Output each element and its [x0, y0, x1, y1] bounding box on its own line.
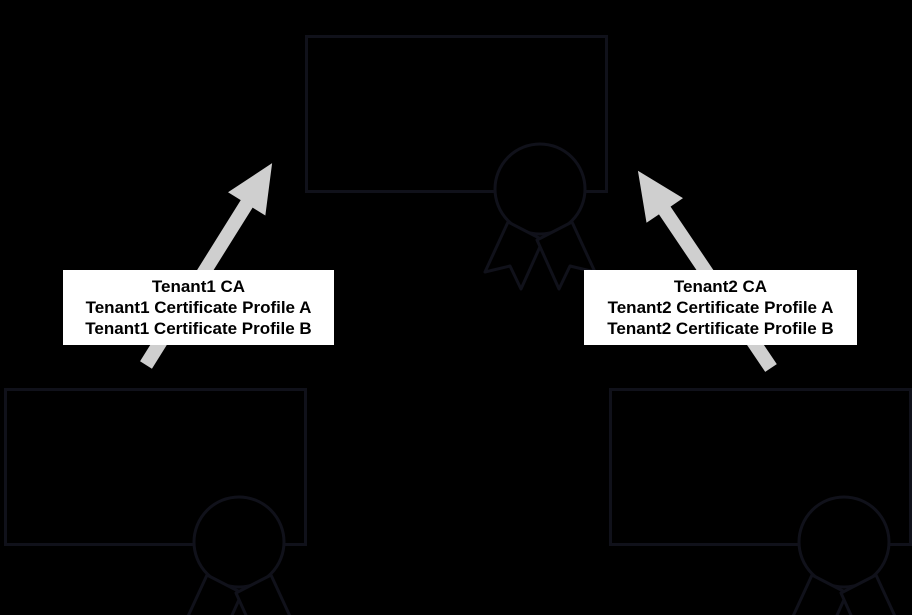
label-tenant1-line-1: Tenant1 CA	[151, 277, 246, 296]
label-tenant2-line-2: Tenant2 Certificate Profile A	[607, 298, 834, 317]
label-tenant1-line-3: Tenant1 Certificate Profile B	[85, 319, 312, 338]
label-tenant2: Tenant2 CA Tenant2 Certificate Profile A…	[584, 270, 857, 345]
label-tenant2-line-3: Tenant2 Certificate Profile B	[607, 319, 834, 338]
label-tenant1-line-2: Tenant1 Certificate Profile A	[85, 298, 312, 317]
label-tenant1: Tenant1 CA Tenant1 Certificate Profile A…	[63, 270, 334, 345]
label-tenant2-line-1: Tenant2 CA	[673, 277, 768, 296]
